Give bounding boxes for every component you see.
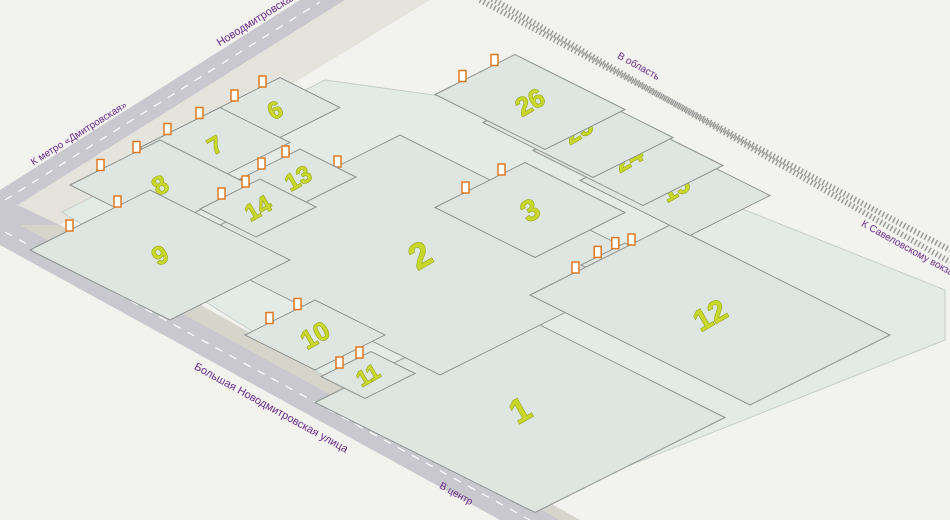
building-26[interactable]: 26	[433, 53, 627, 151]
door-icon[interactable]	[333, 155, 342, 168]
building-9[interactable]: 9	[28, 189, 292, 321]
door-icon[interactable]	[611, 236, 620, 250]
rail-track	[478, 0, 950, 253]
road-dash-top	[4, 1, 321, 201]
road-novodmitrovskaya	[0, 0, 345, 215]
door-icon[interactable]	[490, 53, 499, 67]
door-icon[interactable]	[335, 356, 344, 369]
door-icon[interactable]	[65, 219, 74, 232]
door-icon[interactable]	[571, 261, 580, 274]
building-footprint	[198, 178, 318, 238]
door-icon[interactable]	[497, 163, 506, 176]
door-icon[interactable]	[293, 297, 302, 311]
door-icon[interactable]	[258, 75, 267, 88]
door-icon[interactable]	[113, 195, 122, 208]
door-icon[interactable]	[241, 175, 250, 188]
door-icon[interactable]	[217, 187, 226, 200]
building-footprint	[319, 350, 417, 400]
building-footprint	[28, 189, 292, 321]
building-10[interactable]: 10	[243, 297, 387, 371]
building-footprint	[433, 161, 627, 259]
door-icon[interactable]	[132, 140, 141, 154]
door-icon[interactable]	[627, 233, 636, 246]
building-footprint	[528, 224, 892, 406]
door-icon[interactable]	[163, 122, 172, 136]
building-11[interactable]: 11	[319, 346, 417, 400]
door-icon[interactable]	[281, 145, 290, 158]
door-icon[interactable]	[461, 181, 470, 194]
building-14[interactable]: 14	[198, 175, 318, 238]
building-footprint	[243, 299, 387, 371]
building-12[interactable]: 12	[528, 224, 892, 406]
building-footprint	[433, 53, 627, 151]
door-icon[interactable]	[355, 346, 364, 359]
door-icon[interactable]	[593, 245, 602, 259]
rail-track	[490, 0, 950, 265]
building-3[interactable]: 3	[433, 161, 627, 259]
door-icon[interactable]	[195, 106, 204, 120]
door-icon[interactable]	[96, 158, 105, 172]
railway	[478, 0, 950, 265]
door-icon[interactable]	[458, 69, 467, 83]
door-icon[interactable]	[257, 157, 266, 170]
building-13[interactable]: 13	[238, 145, 358, 208]
door-icon[interactable]	[265, 311, 274, 325]
door-icon[interactable]	[230, 89, 239, 102]
